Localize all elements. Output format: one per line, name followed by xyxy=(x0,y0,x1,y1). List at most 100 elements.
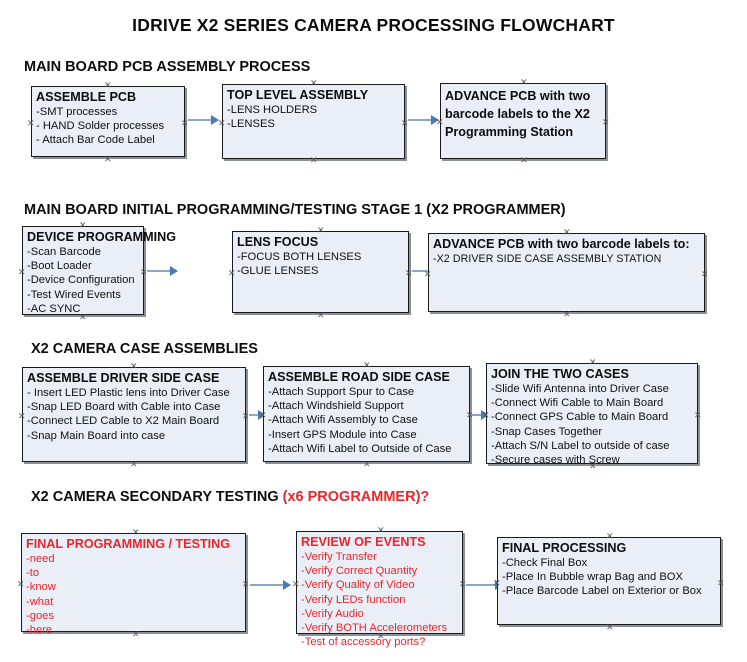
node-line: -AC SYNC xyxy=(27,302,81,315)
node-line: -Verify Quality of Video xyxy=(301,579,415,592)
node-title: FINAL PROCESSING xyxy=(502,541,627,555)
page-title: IDRIVE X2 SERIES CAMERA PROCESSING FLOWC… xyxy=(132,15,615,35)
handle-mark: ✕ xyxy=(717,578,725,588)
handle-mark: ✕ xyxy=(79,220,87,230)
node-assemble-pcb[interactable]: ASSEMBLE PCB -SMT processes - HAND Solde… xyxy=(27,81,189,164)
node-line: -Attach Wifi Assembly to Case xyxy=(268,414,418,427)
handle-mark: ✕ xyxy=(130,361,138,371)
node-title: DEVICE PROGRAMMING xyxy=(27,230,177,244)
node-line: -Scan Barcode xyxy=(27,246,102,258)
node-advance-pcb-to-x2-programming-station[interactable]: ADVANCE PCB with two barcode labels to t… xyxy=(436,78,610,165)
node-line: -Place Barcode Label on Exterior or Box xyxy=(502,585,702,598)
handle-mark: ✕ xyxy=(242,411,250,421)
node-join-the-two-cases[interactable]: JOIN THE TWO CASES -Slide Wifi Antenna i… xyxy=(482,358,702,471)
handle-mark: ✕ xyxy=(132,629,140,639)
handle-mark: ✕ xyxy=(292,579,300,589)
node-title: LENS FOCUS xyxy=(237,235,319,249)
node-line: -FOCUS BOTH LENSES xyxy=(237,251,362,263)
node-final-programming-testing[interactable]: FINAL PROGRAMMING / TESTING -need -to -k… xyxy=(17,528,250,639)
connector-device-programming-to-lens-focus xyxy=(147,266,178,276)
handle-mark: ✕ xyxy=(466,410,474,420)
node-title: ASSEMBLE PCB xyxy=(36,90,137,104)
connector-final-programming-to-review-of-events xyxy=(250,580,291,590)
handle-mark: ✕ xyxy=(130,459,138,469)
handle-mark: ✕ xyxy=(27,118,35,128)
node-line: -what xyxy=(26,595,54,608)
node-line: -Test Wired Events xyxy=(27,288,121,301)
handle-mark: ✕ xyxy=(482,410,490,420)
handle-mark: ✕ xyxy=(104,80,112,90)
handle-mark: ✕ xyxy=(563,309,571,319)
node-top-level-assembly[interactable]: TOP LEVEL ASSEMBLY -LENS HOLDERS -LENSES… xyxy=(218,79,409,165)
handle-mark: ✕ xyxy=(436,117,444,127)
handle-mark: ✕ xyxy=(18,411,26,421)
node-line: -Attach Wifi Label to Outside of Case xyxy=(268,442,452,455)
handle-mark: ✕ xyxy=(181,118,189,128)
connector-top-level-assembly-to-advance-pcb xyxy=(408,115,439,125)
node-line: -know xyxy=(26,581,56,594)
handle-mark: ✕ xyxy=(218,118,226,128)
handle-mark: ✕ xyxy=(104,154,112,164)
connector-driver-side-to-road-side xyxy=(249,410,266,420)
node-line: -SMT processes xyxy=(36,106,118,118)
handle-mark: ✕ xyxy=(17,579,25,589)
node-line: -X2 DRIVER SIDE CASE ASSEMBLY STATION xyxy=(433,253,662,265)
handle-mark: ✕ xyxy=(363,459,371,469)
handle-mark: ✕ xyxy=(405,268,413,278)
node-line: -Connect GPS Cable to Main Board xyxy=(491,411,669,424)
node-line: -LENS HOLDERS xyxy=(227,104,318,116)
node-lens-focus[interactable]: LENS FOCUS -FOCUS BOTH LENSES -GLUE LENS… xyxy=(228,226,413,320)
node-assemble-road-side-case[interactable]: ASSEMBLE ROAD SIDE CASE -Attach Support … xyxy=(259,361,474,469)
node-line: -LENSES xyxy=(227,118,275,131)
node-line: -Boot Loader xyxy=(27,260,92,273)
node-assemble-driver-side-case[interactable]: ASSEMBLE DRIVER SIDE CASE - Insert LED P… xyxy=(18,362,250,469)
section-heading-main-board-initial-programming: MAIN BOARD INITIAL PROGRAMMING/TESTING S… xyxy=(24,202,566,218)
handle-mark: ✕ xyxy=(424,269,432,279)
node-line: -goes xyxy=(26,609,54,622)
node-line: -Attach Support Spur to Case xyxy=(268,386,415,398)
handle-mark: ✕ xyxy=(132,527,140,537)
handle-mark: ✕ xyxy=(259,410,267,420)
node-title: ASSEMBLE ROAD SIDE CASE xyxy=(268,370,450,384)
handle-mark: ✕ xyxy=(606,531,614,541)
node-line: -Secure cases with Screw xyxy=(491,454,620,467)
section-heading-text: X2 CAMERA SECONDARY TESTING xyxy=(31,489,283,505)
node-line: -Verify Audio xyxy=(301,607,364,620)
handle-mark: ✕ xyxy=(493,578,501,588)
handle-mark: ✕ xyxy=(18,267,26,277)
node-line: -Verify Transfer xyxy=(301,551,377,563)
handle-mark: ✕ xyxy=(401,118,409,128)
handle-mark: ✕ xyxy=(589,461,597,471)
section-heading-x2-camera-secondary-testing: X2 CAMERA SECONDARY TESTING (x6 PROGRAMM… xyxy=(31,489,429,505)
handle-mark: ✕ xyxy=(589,357,597,367)
node-line: -Snap Main Board into case xyxy=(27,429,166,442)
node-review-of-events[interactable]: REVIEW OF EVENTS -Verify Transfer -Verif… xyxy=(292,526,467,649)
handle-mark: ✕ xyxy=(140,267,148,277)
node-title: ADVANCE PCB with two barcode labels to: xyxy=(433,237,690,251)
node-line: -Snap LED Board with Cable into Case xyxy=(27,401,221,414)
handle-mark: ✕ xyxy=(317,225,325,235)
node-line: -Place In Bubble wrap Bag and BOX xyxy=(502,571,683,584)
node-line: -Slide Wifi Antenna into Driver Case xyxy=(491,383,669,395)
node-line: -Attach Windshield Support xyxy=(268,400,404,413)
handle-mark: ✕ xyxy=(377,631,385,641)
handle-mark: ✕ xyxy=(701,269,709,279)
connector-road-side-to-join-two-cases xyxy=(472,410,489,420)
node-line: -Verify BOTH Accelerometers xyxy=(301,622,448,635)
node-line: -Insert GPS Module into Case xyxy=(268,428,417,441)
node-title: JOIN THE TWO CASES xyxy=(491,367,629,381)
handle-mark: ✕ xyxy=(242,579,250,589)
node-title: ASSEMBLE DRIVER SIDE CASE xyxy=(27,371,220,385)
node-line: - Insert LED Plastic lens into Driver Ca… xyxy=(27,387,230,399)
node-line: - HAND Solder processes xyxy=(36,120,165,133)
handle-mark: ✕ xyxy=(377,525,385,535)
node-device-programming[interactable]: DEVICE PROGRAMMING -Scan Barcode -Boot L… xyxy=(18,221,177,322)
node-line: -Device Configuration xyxy=(27,274,135,287)
node-line-overflow: -Test of accessory ports? xyxy=(301,636,426,649)
handle-mark: ✕ xyxy=(317,310,325,320)
node-line: -Verify Correct Quantity xyxy=(301,565,418,578)
handle-mark: ✕ xyxy=(79,312,87,322)
node-advance-pcb-to-driver-side-case-station[interactable]: ADVANCE PCB with two barcode labels to: … xyxy=(424,228,709,319)
node-final-processing[interactable]: FINAL PROCESSING -Check Final Box -Place… xyxy=(493,532,725,632)
section-heading-x2-camera-case-assemblies: X2 CAMERA CASE ASSEMBLIES xyxy=(31,341,258,357)
